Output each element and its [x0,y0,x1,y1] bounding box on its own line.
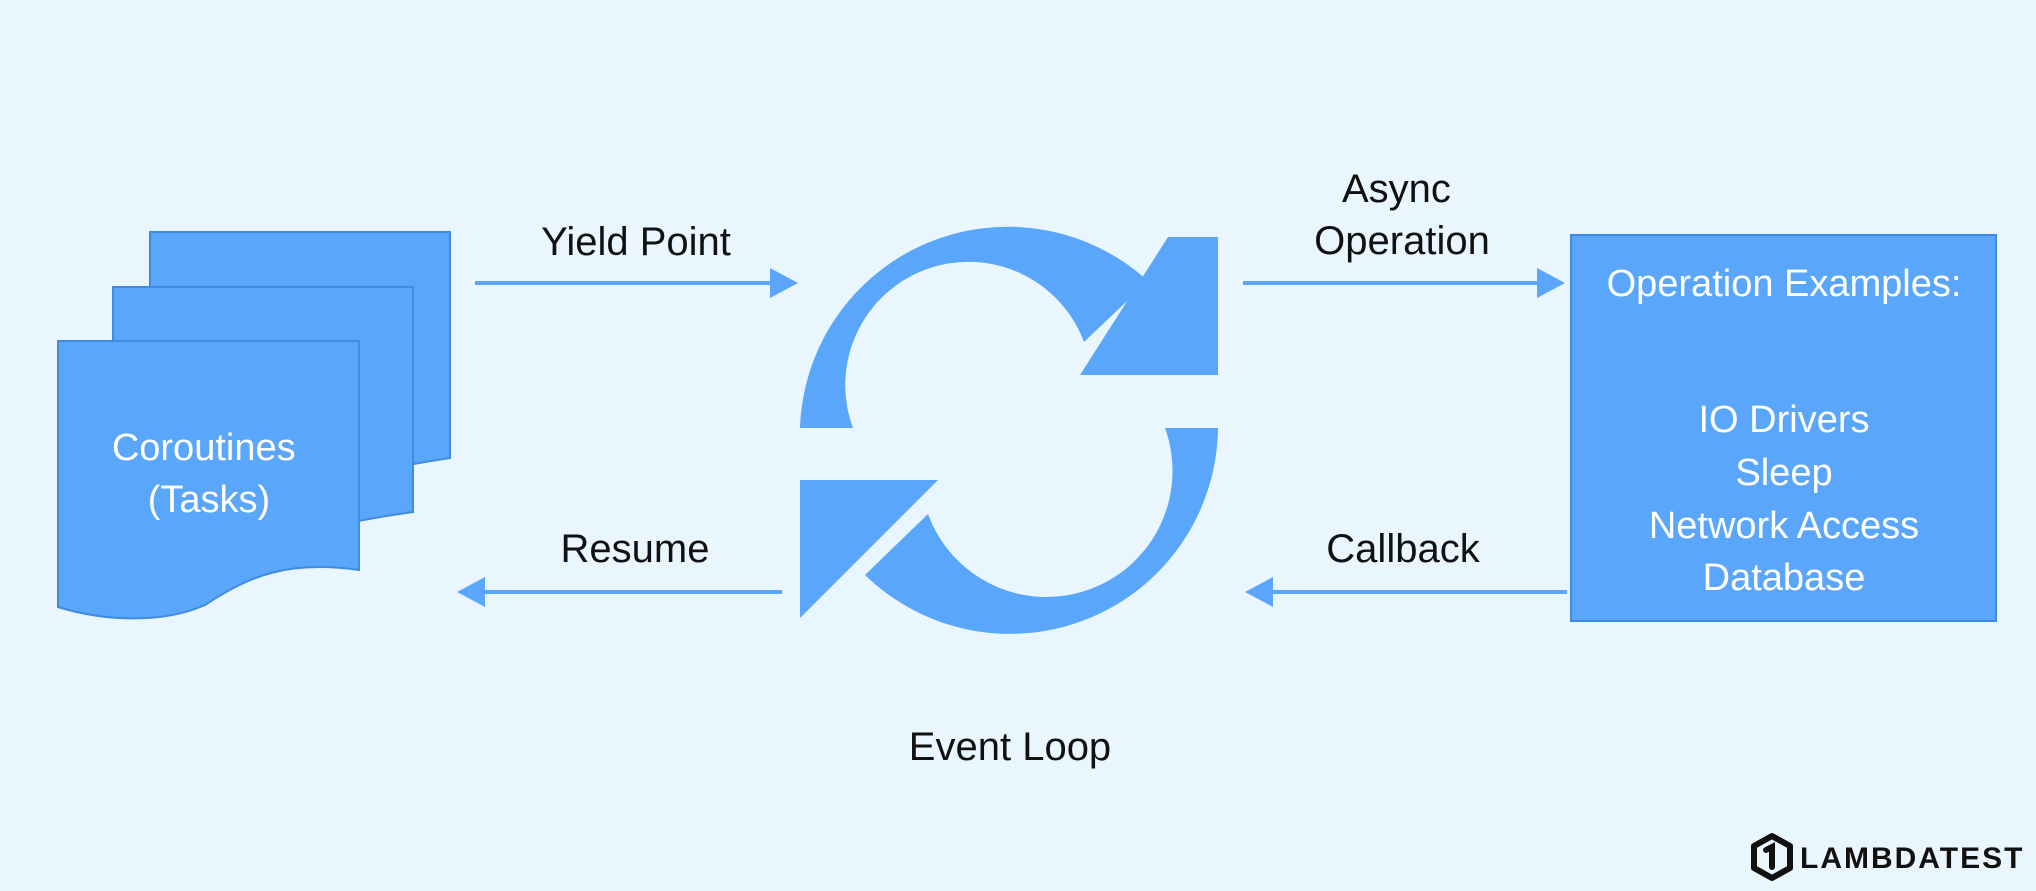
callback-arrowhead [1245,577,1273,607]
resume-arrowhead [457,577,485,607]
async-operation-label: Async Operation [1314,167,1490,263]
event-loop-label: Event Loop [909,725,1111,769]
refresh-lower-arrowhead [800,480,938,618]
operation-item-sleep: Sleep [1735,452,1832,494]
async-operation-arrowhead [1537,268,1565,298]
operation-examples-box: Operation Examples: IO Drivers Sleep Net… [1570,234,1997,622]
refresh-upper-arrowhead [1080,237,1218,375]
operation-item-network-access: Network Access [1649,505,1919,547]
callback-label: Callback [1326,527,1480,571]
coroutines-stack: Coroutines (Tasks) [57,231,451,620]
lambdatest-logo-icon [1751,833,1793,881]
async-operation-label-line1: Async [1342,167,1451,211]
operation-item-io-drivers: IO Drivers [1699,399,1870,441]
brand-logo: LAMBDATEST [1751,833,2024,881]
coroutines-label-line1: Coroutines [112,427,296,469]
refresh-lower-arc [865,428,1218,634]
refresh-upper-arc [800,226,1148,428]
coroutines-label-line2: (Tasks) [148,479,270,521]
coroutine-doc-front [57,340,360,620]
yield-point-arrowhead [770,268,798,298]
resume-label: Resume [561,527,710,571]
yield-point-label: Yield Point [541,220,731,264]
operation-item-database: Database [1703,557,1866,599]
coroutines-label: Coroutines (Tasks) [112,427,306,521]
brand-name: LAMBDATEST [1800,842,2024,875]
operation-examples-rect [1570,234,1997,622]
operation-examples-title: Operation Examples: [1607,263,1962,305]
flow-arrows: Yield Point Resume Async Operation Callb… [457,167,1567,607]
refresh-cycle-icon [800,226,1218,634]
async-operation-label-line2: Operation [1314,219,1490,263]
